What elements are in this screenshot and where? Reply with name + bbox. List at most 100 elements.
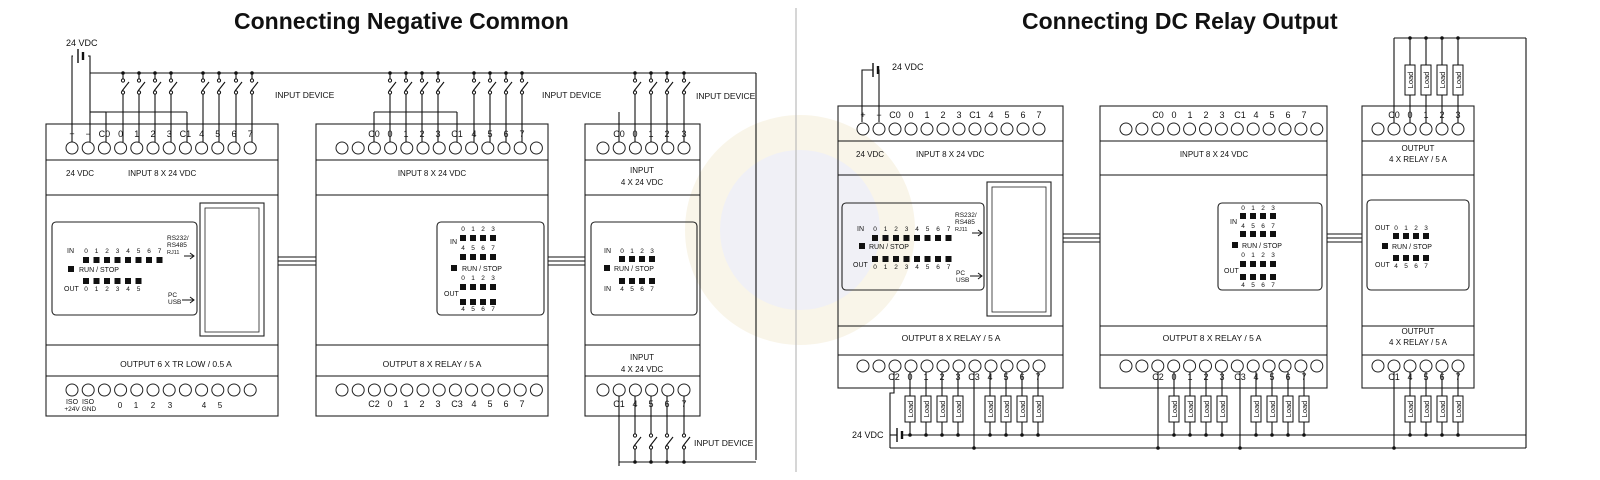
load-label: Load <box>986 401 995 418</box>
led-label: 5 <box>137 248 141 255</box>
left-cpu-module <box>45 123 279 417</box>
led-label: 0 <box>1394 225 1398 232</box>
status-led <box>460 254 466 260</box>
terminal-label: C1 <box>969 110 981 120</box>
status-led <box>1240 274 1246 280</box>
terminal <box>211 141 225 155</box>
switch-contact <box>648 433 654 438</box>
terminal <box>904 359 918 373</box>
terminal-label: 4 <box>988 110 993 120</box>
in-label: IN <box>450 239 457 246</box>
switch-blade <box>137 81 146 92</box>
status-led <box>935 235 941 241</box>
led-label: 4 <box>915 264 919 271</box>
wire-junction <box>908 433 912 437</box>
switch-contact <box>249 78 255 83</box>
status-led <box>125 278 131 284</box>
terminal <box>677 141 691 155</box>
terminal-label: 5 <box>487 399 492 409</box>
switch-blade <box>682 81 691 92</box>
led-label: 1 <box>1251 205 1255 212</box>
load-label: Load <box>1218 401 1227 418</box>
output-spec-text: 4 X RELAY / 5 A <box>1389 155 1448 164</box>
switch-contact <box>681 433 687 438</box>
status-led <box>156 257 163 263</box>
status-display <box>436 221 545 316</box>
terminal <box>384 141 398 155</box>
terminal <box>1294 122 1308 136</box>
switch-contact <box>681 90 687 95</box>
switch-blade <box>472 81 481 92</box>
load-label: Load <box>938 401 947 418</box>
terminal <box>335 383 349 397</box>
terminal <box>178 383 192 397</box>
status-led <box>1270 274 1276 280</box>
terminal-label: 2 <box>419 399 424 409</box>
switch-blade <box>201 81 210 92</box>
terminal <box>904 122 918 136</box>
led-label: 3 <box>1271 205 1275 212</box>
terminal <box>1032 122 1046 136</box>
terminal <box>661 141 675 155</box>
switch-contact <box>200 90 206 95</box>
port-label: PC <box>168 292 177 299</box>
switch-contact <box>632 433 638 438</box>
led-label: 1 <box>884 264 888 271</box>
status-led <box>619 256 625 262</box>
led-label: 2 <box>894 264 898 271</box>
led-label: 5 <box>630 286 634 293</box>
terminal <box>1294 359 1308 373</box>
terminal <box>596 141 610 155</box>
terminal-label: 0 <box>118 401 123 410</box>
switch-contact <box>435 90 441 95</box>
switch-contact <box>664 445 670 450</box>
terminal-label: 4 <box>199 129 204 139</box>
status-led <box>480 284 486 290</box>
terminal <box>612 383 626 397</box>
terminal <box>661 383 675 397</box>
terminal <box>162 383 176 397</box>
terminal <box>1119 359 1133 373</box>
port-label: RS485 <box>955 219 975 226</box>
input-spec-text: INPUT 8 X 24 VDC <box>398 169 467 178</box>
port-label: RS232/ <box>955 212 977 219</box>
led-label: 4 <box>126 248 130 255</box>
terminal <box>1214 122 1228 136</box>
status-led <box>903 256 910 262</box>
led-label: 7 <box>491 245 495 252</box>
wire-junction <box>1270 433 1274 437</box>
switch-contact <box>435 78 441 83</box>
terminal <box>628 141 642 155</box>
status-led <box>1260 261 1266 267</box>
switch-blade <box>665 436 674 447</box>
terminal <box>146 383 160 397</box>
wire-junction <box>1440 36 1444 40</box>
terminal <box>952 359 966 373</box>
led-label: 1 <box>471 226 475 233</box>
status-led <box>1270 213 1276 219</box>
status-led <box>1240 231 1246 237</box>
switch-blade <box>234 81 243 92</box>
wire-junction <box>1408 36 1412 40</box>
led-label: 0 <box>461 275 465 282</box>
port-arrow <box>972 229 983 237</box>
wire-junction <box>972 446 976 450</box>
terminal-label: C0 <box>99 129 111 139</box>
status-led <box>1393 233 1399 239</box>
terminal <box>1000 122 1014 136</box>
run-stop-label: RUN / STOP <box>1242 243 1282 250</box>
status-led <box>146 257 152 263</box>
led-label: 1 <box>630 248 634 255</box>
status-led <box>93 257 100 263</box>
terminal <box>1371 359 1385 373</box>
status-led <box>649 278 655 284</box>
led-label: 7 <box>947 264 951 271</box>
right-panel-title: Connecting DC Relay Output <box>1022 8 1338 34</box>
switch-contact <box>387 90 393 95</box>
terminal-label: C1 <box>180 129 192 139</box>
led-label: 3 <box>1271 252 1275 259</box>
status-display <box>1217 202 1323 291</box>
switch-contact <box>403 78 409 83</box>
terminal <box>1032 359 1046 373</box>
